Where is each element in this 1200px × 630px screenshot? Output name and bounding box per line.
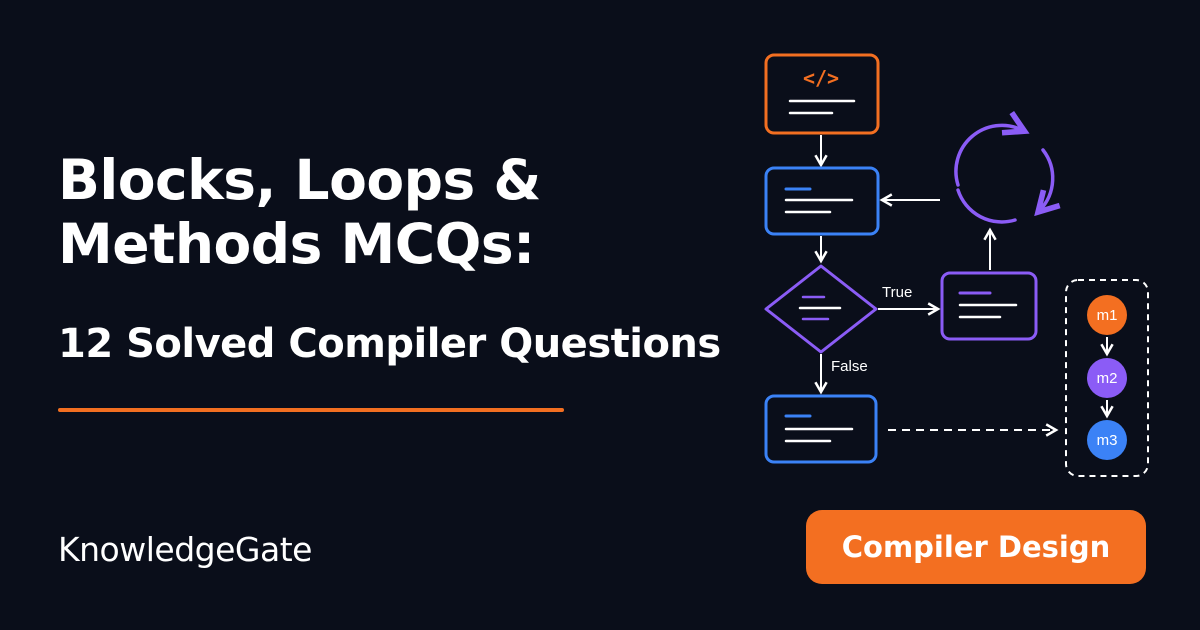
- code-icon: </>: [803, 66, 839, 90]
- loop-body-block: [940, 271, 1038, 341]
- method-label-m3: m3: [1097, 432, 1118, 449]
- methods-container: [1065, 279, 1149, 477]
- false-label: False: [831, 358, 868, 375]
- accent-divider: [58, 408, 564, 412]
- brand-logo: KnowledgeGate: [58, 530, 312, 569]
- decision-diamond: [764, 264, 878, 354]
- code-block: </>: [764, 53, 880, 135]
- title-line-2: Methods MCQs:: [58, 212, 535, 276]
- loop-cycle-icon: [954, 125, 1053, 224]
- method-label-m1: m1: [1097, 307, 1118, 324]
- topic-tag-button[interactable]: Compiler Design: [806, 510, 1146, 584]
- title-line-1: Blocks, Loops &: [58, 148, 541, 212]
- page-title: Blocks, Loops & Methods MCQs:: [58, 148, 541, 276]
- method-node-m3: m3: [1087, 420, 1127, 460]
- subtitle: 12 Solved Compiler Questions: [58, 321, 721, 367]
- statement-block-2: [764, 394, 878, 464]
- true-label: True: [882, 284, 912, 301]
- method-node-m2: m2: [1087, 358, 1127, 398]
- method-node-m1: m1: [1087, 295, 1127, 335]
- statement-block-1: [764, 166, 880, 236]
- method-label-m2: m2: [1097, 370, 1118, 387]
